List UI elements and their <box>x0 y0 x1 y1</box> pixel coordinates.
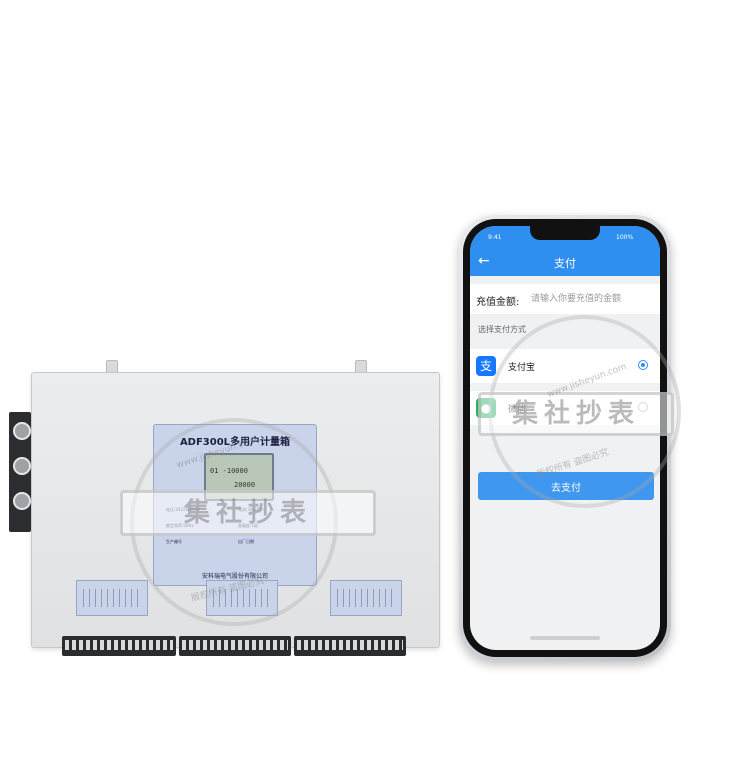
side-breaker <box>9 412 31 532</box>
status-time: 9:41 <box>488 234 502 241</box>
amount-label: 充值金额: <box>476 297 520 308</box>
pay-method-label: 微信 <box>508 405 527 415</box>
meter-title: ADF300L多用户计量箱 <box>179 437 291 448</box>
phone-screen: 9:41 100% ← 支付 充值金额: 选择支付方式 支 支付宝 ● 微信 去… <box>470 226 660 650</box>
breaker-label <box>330 580 402 616</box>
pay-method-alipay[interactable]: 支 支付宝 <box>470 349 660 383</box>
screw-icon <box>13 422 31 440</box>
radio-unselected[interactable] <box>638 402 648 412</box>
home-indicator <box>530 636 600 640</box>
pay-method-label: 支付宝 <box>508 363 536 373</box>
spec-field: 电压:3X220/380V <box>166 507 200 512</box>
terminal-block <box>179 636 291 656</box>
manufacturer-label: 安科瑞电气股份有限公司 <box>201 573 268 580</box>
screw-icon <box>13 457 31 475</box>
back-arrow-icon[interactable]: ← <box>478 253 490 269</box>
spec-field: 额定频率:50Hz <box>166 523 194 528</box>
amount-row: 充值金额: <box>470 284 660 314</box>
screw-icon <box>13 492 31 510</box>
lcd-line-1: 01 -10000 <box>210 467 248 475</box>
pay-method-wechat[interactable]: ● 微信 <box>470 391 660 425</box>
terminal-block <box>294 636 406 656</box>
breaker-label <box>206 580 278 616</box>
method-header: 选择支付方式 <box>478 325 526 334</box>
spec-field: 准确度:1级 <box>238 523 258 528</box>
breaker-label <box>76 580 148 616</box>
spec-label-grid: 电压:3X220/380V 电流:3X(20)A 额定频率:50Hz 准确度:1… <box>166 503 304 565</box>
spec-field: 出厂日期 <box>238 539 254 544</box>
lcd-line-2: 20000 <box>234 481 256 489</box>
page-title: 支付 <box>554 257 576 270</box>
spec-field: 生产编号 <box>166 539 182 544</box>
phone-notch <box>530 226 600 240</box>
spec-field: 电流:3X(20)A <box>238 507 264 512</box>
wechat-icon: ● <box>476 398 496 418</box>
battery-indicator: 100% <box>616 234 634 241</box>
alipay-icon: 支 <box>476 356 496 376</box>
radio-selected[interactable] <box>638 360 648 370</box>
pay-button[interactable]: 去支付 <box>478 472 654 500</box>
nav-bar: ← 支付 <box>470 248 660 276</box>
lcd-display: 01 -10000 20000 <box>204 453 274 501</box>
amount-input[interactable] <box>531 291 651 307</box>
terminal-block <box>62 636 176 656</box>
meter-front-panel: ADF300L多用户计量箱 01 -10000 20000 电压:3X220/3… <box>153 424 317 586</box>
